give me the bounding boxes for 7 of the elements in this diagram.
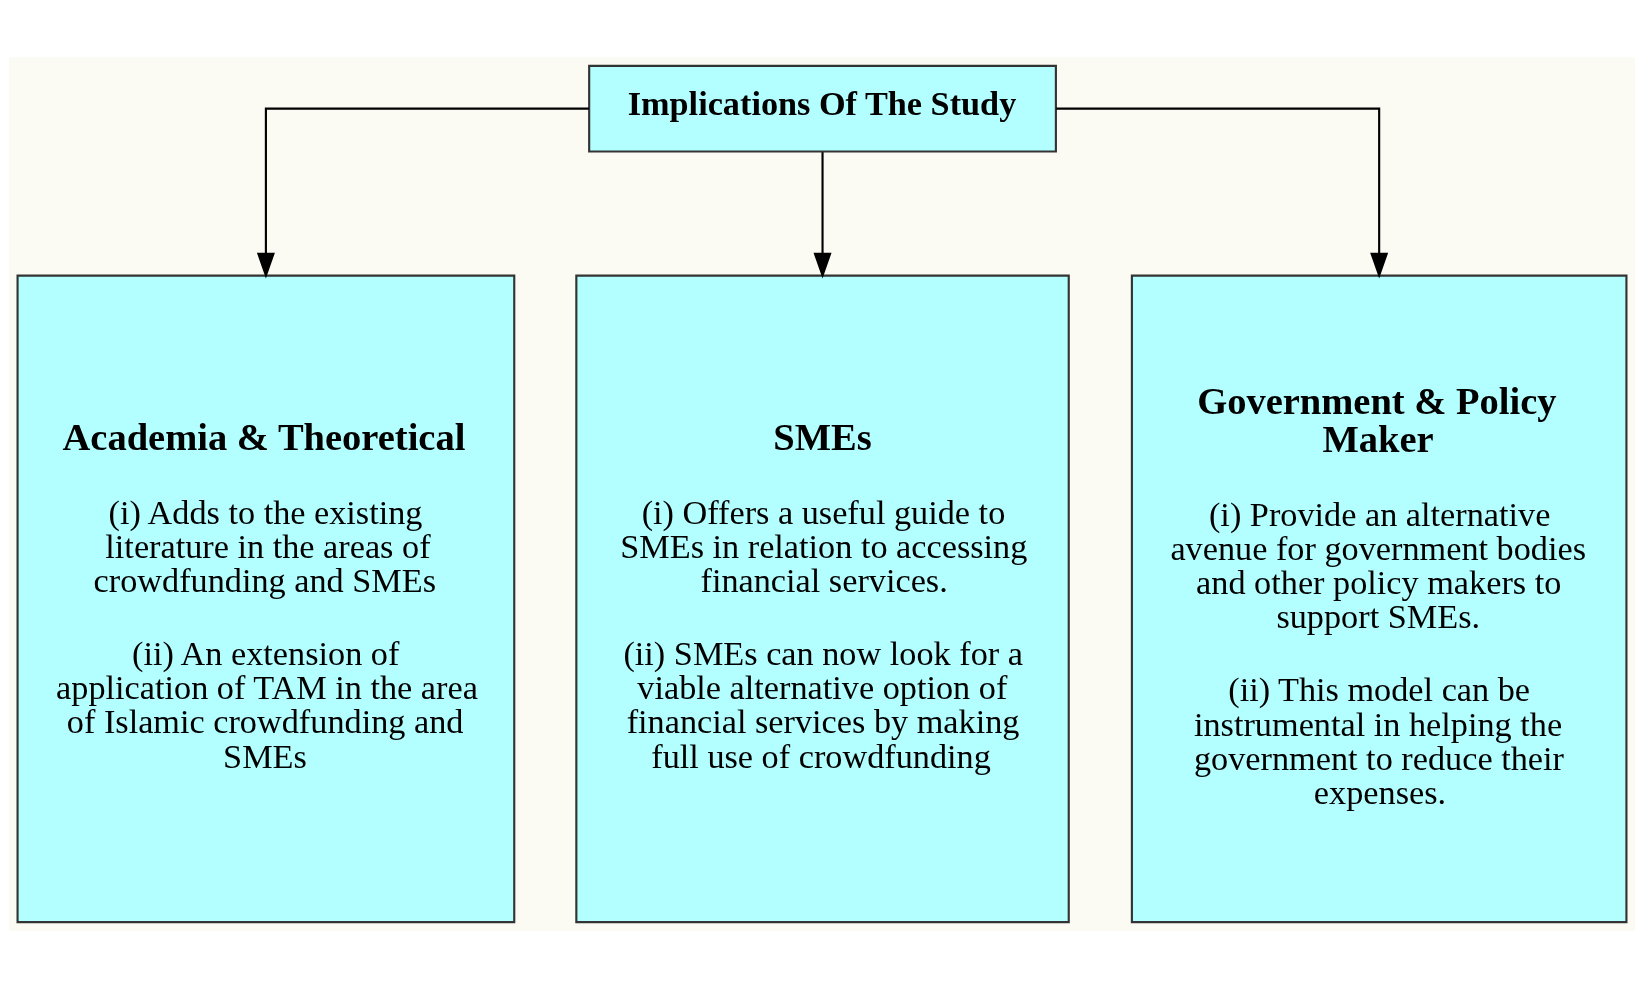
node-box: SMEs (i) Offers a useful guide to SMEs in relation to accessing financial services. (ii) SMEs can now look for a viable alternative option of financial services by making full use of crowdfunding (574, 274, 1070, 923)
arrow (813, 151, 832, 279)
arrow (1055, 107, 1388, 279)
node-box: Government & Policy Maker (i) Provide an alternative avenue for government bodies and other policy makers to support SMEs. (ii) This model can be instrumental in helping the government to reduce their expenses. (1130, 274, 1627, 923)
arrow (256, 107, 589, 279)
node-box: Implications Of The Study (587, 64, 1057, 153)
node-box: Academia & Theoretical (i) Adds to the existing literature in the areas of crowdfunding and SMEs (ii) An extension of application of TAM in the area of Islamic crowdfunding and SMEs (16, 274, 515, 923)
